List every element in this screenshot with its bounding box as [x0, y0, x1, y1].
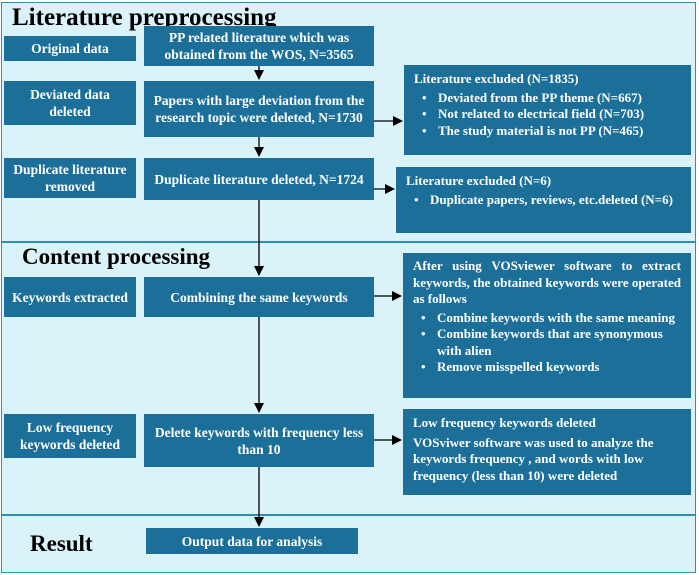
note-item: Remove misspelled keywords [421, 359, 681, 376]
note-item: The study material is not PP (N=465) [422, 123, 681, 140]
note-body: VOSviwer software was used to analyze th… [413, 434, 654, 483]
note-literature-excluded-1835: Literature excluded (N=1835) Deviated fr… [404, 65, 691, 155]
label-low-frequency: Low frequency keywords deleted [4, 414, 136, 458]
note-list: Deviated from the PP theme (N=667) Not r… [414, 90, 681, 140]
note-head: Literature excluded (N=6) [406, 173, 552, 188]
note-list: Duplicate papers, reviews, etc.deleted (… [406, 192, 681, 209]
note-low-frequency-deleted: Low frequency keywords deleted VOSviwer … [403, 409, 691, 495]
label-deviated-data: Deviated data deleted [4, 81, 136, 125]
note-item: Deviated from the PP theme (N=667) [422, 90, 681, 107]
note-list: Combine keywords with the same meaning C… [413, 310, 681, 376]
section-title-preprocessing: Literature preprocessing [12, 4, 277, 31]
note-item: Combine keywords with the same meaning [421, 310, 681, 327]
label-keywords-extracted: Keywords extracted [4, 277, 136, 317]
box-pp-literature: PP related literature which was obtained… [144, 26, 374, 66]
box-duplicate-deleted: Duplicate literature deleted, N=1724 [144, 158, 374, 200]
note-vosviewer-operations: After using VOSviewer software to extrac… [403, 253, 691, 398]
section-title-result: Result [30, 531, 93, 556]
note-head: After using VOSviewer software to extrac… [413, 258, 681, 306]
note-head: Low frequency keywords deleted [413, 415, 596, 430]
note-head: Literature excluded (N=1835) [414, 71, 579, 86]
box-deviation-deleted: Papers with large deviation from the res… [144, 81, 374, 137]
note-item: Combine keywords that are synonymous wit… [421, 326, 681, 359]
note-literature-excluded-6: Literature excluded (N=6) Duplicate pape… [396, 167, 691, 233]
box-combine-keywords: Combining the same keywords [144, 277, 374, 317]
box-output-data: Output data for analysis [146, 528, 358, 554]
section-title-content: Content processing [22, 244, 211, 269]
label-duplicate-literature: Duplicate literature removed [4, 158, 136, 198]
label-original-data: Original data [4, 36, 136, 61]
note-item: Duplicate papers, reviews, etc.deleted (… [414, 192, 681, 209]
note-item: Not related to electrical field (N=703) [422, 106, 681, 123]
box-delete-keywords: Delete keywords with frequency less than… [144, 414, 374, 467]
